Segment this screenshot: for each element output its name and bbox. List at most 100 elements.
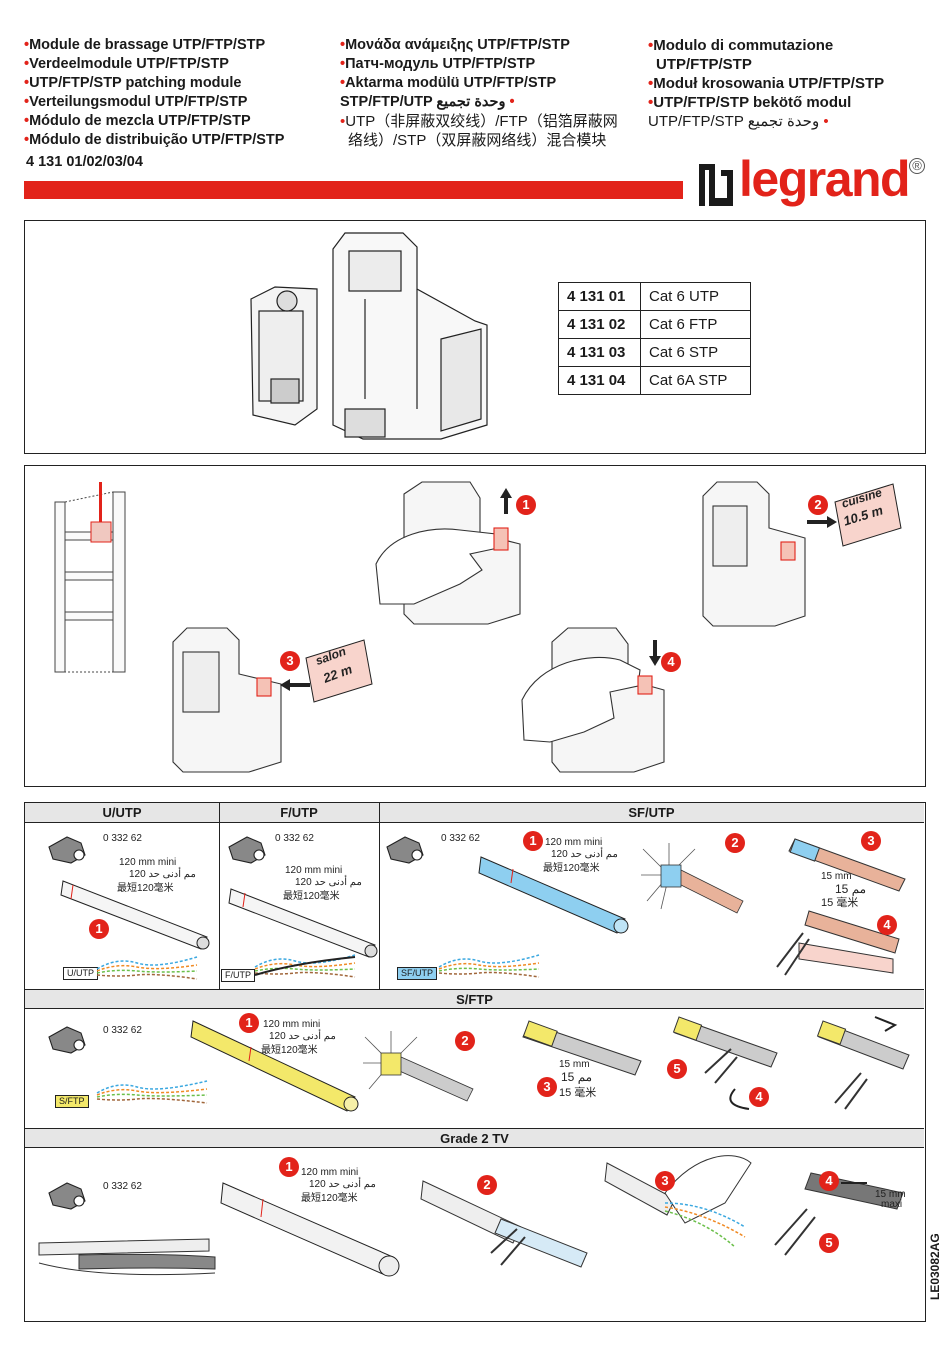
- sftp-step3-drawing: [522, 1020, 642, 1076]
- title-it: Modulo di commutazione: [648, 36, 884, 55]
- table-row: 4 131 01 Cat 6 UTP: [558, 282, 751, 311]
- title-fr: Module de brassage UTP/FTP/STP: [24, 36, 284, 55]
- sftp-step45-drawing: [672, 1016, 778, 1110]
- step2-drawing: [702, 481, 806, 627]
- step4-drawing: [521, 627, 665, 773]
- length-min-zh: 最短120毫米: [543, 863, 600, 874]
- desc-cell: Cat 6 STP: [640, 338, 751, 367]
- cable-tag-sfutp: SF/UTP: [397, 967, 438, 980]
- installation-panel: 1 2 cuisine 10.5 m 3 salon 22 m: [24, 465, 926, 787]
- step-2-marker: 2: [808, 495, 828, 515]
- length-min-fr: 120 mm mini: [545, 837, 603, 848]
- step-1-marker: 1: [89, 919, 109, 939]
- tv-strip-length: 15 mm: [875, 1189, 906, 1200]
- label-tag-cuisine: [834, 483, 902, 547]
- strip-len-ar: 15 مم: [561, 1070, 593, 1084]
- cable-utp-drawing: [60, 880, 210, 950]
- length-min-fr: 120 mm mini: [119, 857, 177, 868]
- title-zh-1: UTP（非屏蔽双绞线）/FTP（铝箔屏蔽网: [340, 112, 618, 131]
- title-es: Módulo de mezcla UTP/FTP/STP: [24, 112, 284, 131]
- step-2-marker: 2: [477, 1175, 497, 1195]
- arrow-up-icon: [500, 488, 512, 514]
- ref-cell: 4 131 02: [558, 310, 641, 339]
- reference-table: 4 131 01 Cat 6 UTP 4 131 02 Cat 6 FTP 4 …: [558, 282, 751, 395]
- length-min-ar: 120 مم أدنى حد: [551, 849, 618, 860]
- sfutp-step4-drawing: [776, 910, 900, 976]
- registered-mark: ®: [909, 158, 925, 174]
- title-it-2: UTP/FTP/STP: [656, 56, 752, 73]
- cable-prep-panel: U/UTP F/UTP SF/UTP 0 332 62 120 mm mini …: [24, 802, 926, 1322]
- step-3-marker: 3: [537, 1077, 557, 1097]
- step-2-marker: 2: [725, 833, 745, 853]
- arrow-left-icon: [280, 679, 310, 691]
- product-references: 4 131 01/02/03/04: [26, 154, 143, 170]
- length-min-ar: 120 مم أدنى حد: [309, 1179, 376, 1190]
- step-5-marker: 5: [819, 1233, 839, 1253]
- title-pl: Moduł krosowania UTP/FTP/STP: [648, 74, 884, 93]
- stripping-tool-icon: [48, 1026, 86, 1054]
- tool-ref: 0 332 62: [103, 1025, 142, 1036]
- module-drawing: [250, 232, 488, 440]
- twisted-pairs-drawing: [96, 1080, 208, 1104]
- title-zh-2: 络线）/STP（双屏蔽网络线）混合模块: [348, 132, 607, 149]
- ref-cell: 4 131 04: [558, 366, 641, 395]
- header-titles-col3: Modulo di commutazione UTP/FTP/STP Moduł…: [648, 36, 884, 131]
- table-row: 4 131 03 Cat 6 STP: [558, 338, 751, 367]
- tv-step2-drawing: [420, 1180, 588, 1268]
- length-min-fr: 120 mm mini: [263, 1019, 321, 1030]
- strip-len-en: 15 mm: [559, 1059, 590, 1070]
- title-pt: Módulo de distribuição UTP/FTP/STP: [24, 131, 284, 150]
- cable-sfutp-drawing: [478, 856, 629, 934]
- section-header-sftp: S/FTP: [25, 989, 924, 1009]
- cable-tag-futp: F/UTP: [221, 969, 255, 982]
- section-header-futp: F/UTP: [219, 803, 379, 823]
- title-de: Verteilungsmodul UTP/FTP/STP: [24, 93, 284, 112]
- ref-cell: 4 131 03: [558, 338, 641, 367]
- twisted-pairs-drawing: [96, 956, 198, 980]
- strip-len-en: 15 mm: [821, 871, 852, 882]
- desc-cell: Cat 6A STP: [640, 366, 751, 395]
- length-min-zh: 最短120毫米: [301, 1193, 358, 1204]
- step-4-marker: 4: [749, 1087, 769, 1107]
- ref-cell: 4 131 01: [558, 282, 641, 311]
- section-header-tv: Grade 2 TV: [25, 1128, 924, 1148]
- title-tr: Aktarma modülü UTP/FTP/STP: [340, 74, 618, 93]
- sfutp-step3-drawing: [788, 838, 906, 892]
- legrand-logo: legrand ®: [697, 151, 929, 214]
- twisted-pairs-drawing: [438, 954, 540, 978]
- section-header-utp: U/UTP: [25, 803, 219, 823]
- divider: [219, 803, 220, 989]
- length-min-fr: 120 mm mini: [301, 1167, 359, 1178]
- title-ru: Патч-модуль UTP/FTP/STP: [340, 55, 618, 74]
- title-ar: STP/FTP/UTP وحدة تجميع: [340, 93, 618, 112]
- title-ar-2: UTP/FTP/STP وحدة تجميع: [648, 112, 884, 131]
- step-1-marker: 1: [239, 1013, 259, 1033]
- tv-strip-note: maxi: [881, 1199, 903, 1210]
- length-min-ar: 120 مم أدنى حد: [269, 1031, 336, 1042]
- desc-cell: Cat 6 FTP: [640, 310, 751, 339]
- length-min-fr: 120 mm mini: [285, 865, 343, 876]
- sfutp-step2-drawing: [641, 843, 744, 914]
- step-4-marker: 4: [877, 915, 897, 935]
- stripping-tool-icon: [48, 836, 86, 864]
- legrand-wordmark: legrand: [739, 151, 911, 207]
- tool-ref: 0 332 62: [441, 833, 480, 844]
- divider: [379, 803, 380, 989]
- desc-cell: Cat 6 UTP: [640, 282, 751, 311]
- header-titles-col2: Μονάδα ανάμειξης UTP/FTP/STP Патч-модуль…: [340, 36, 618, 150]
- title-nl: Verdeelmodule UTP/FTP/STP: [24, 55, 284, 74]
- step-1-marker: 1: [279, 1157, 299, 1177]
- strip-len-zh: 15 毫米: [559, 1087, 597, 1099]
- length-min-ar: 120 مم أدنى حد: [295, 877, 362, 888]
- document-code: LE03082AG: [928, 1233, 942, 1300]
- title-hu: UTP/FTP/STP bekötő modul: [648, 93, 884, 112]
- length-min-zh: 最短120毫米: [117, 883, 174, 894]
- tool-ref: 0 332 62: [103, 833, 142, 844]
- cable-sftp-drawing: [190, 1020, 359, 1112]
- title-en: UTP/FTP/STP patching module: [24, 74, 284, 93]
- length-min-ar: 120 مم أدنى حد: [129, 869, 196, 880]
- section-header-sfutp: SF/UTP: [379, 803, 924, 823]
- tv-cable-pair-drawing: [38, 1238, 216, 1276]
- stripping-tool-icon: [228, 836, 266, 864]
- header-titles-col1: Module de brassage UTP/FTP/STP Verdeelmo…: [24, 36, 284, 150]
